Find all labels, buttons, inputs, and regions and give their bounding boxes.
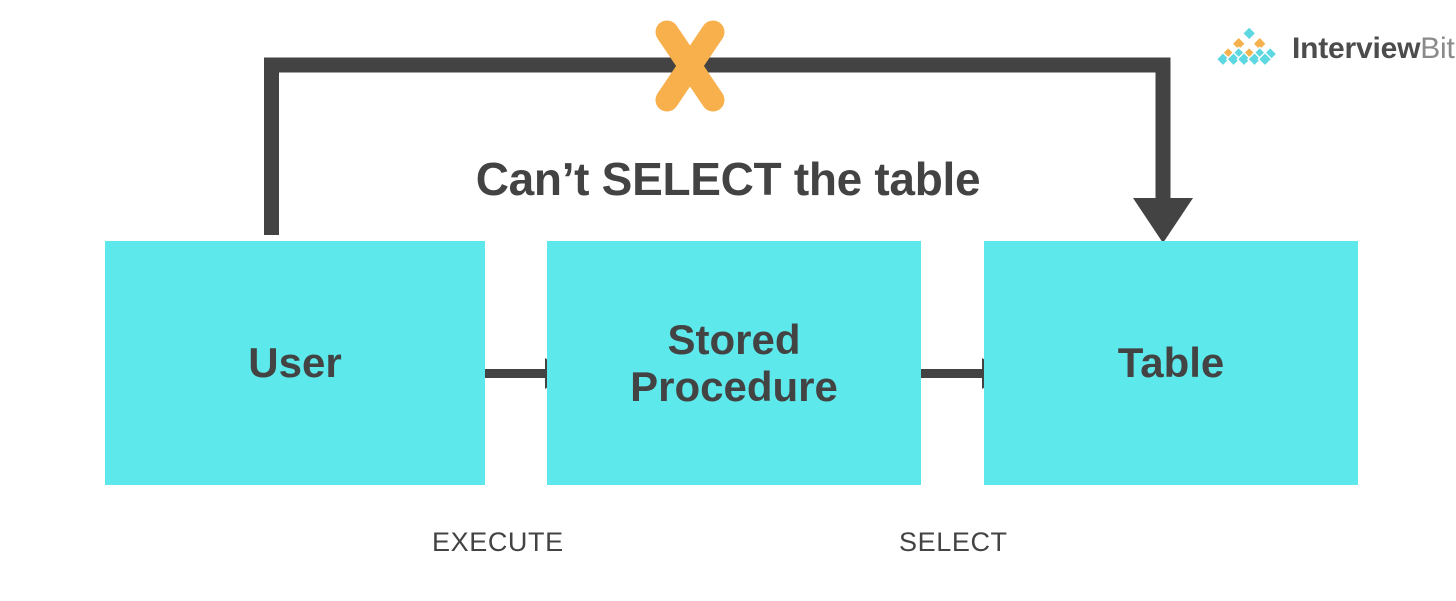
brand-logo-text: InterviewBit bbox=[1292, 34, 1455, 64]
node-table[interactable]: Table bbox=[984, 241, 1358, 485]
brand-name-primary: Interview bbox=[1292, 32, 1421, 65]
node-table-label: Table bbox=[1117, 339, 1225, 387]
node-user[interactable]: User bbox=[105, 241, 485, 485]
page-title: Can’t SELECT the table bbox=[475, 153, 981, 205]
brand-logo[interactable]: InterviewBit bbox=[1216, 26, 1455, 72]
edge-label-execute: EXECUTE bbox=[432, 527, 564, 557]
x-cross-icon bbox=[655, 20, 725, 112]
diamond-pyramid-logo-icon bbox=[1216, 28, 1278, 67]
edge-label-select: SELECT bbox=[899, 527, 1008, 557]
brand-name-secondary: Bit bbox=[1420, 32, 1455, 65]
node-user-label: User bbox=[248, 339, 342, 387]
node-stored-procedure-label: Stored Procedure bbox=[630, 315, 838, 410]
node-stored-procedure[interactable]: Stored Procedure bbox=[547, 241, 921, 485]
